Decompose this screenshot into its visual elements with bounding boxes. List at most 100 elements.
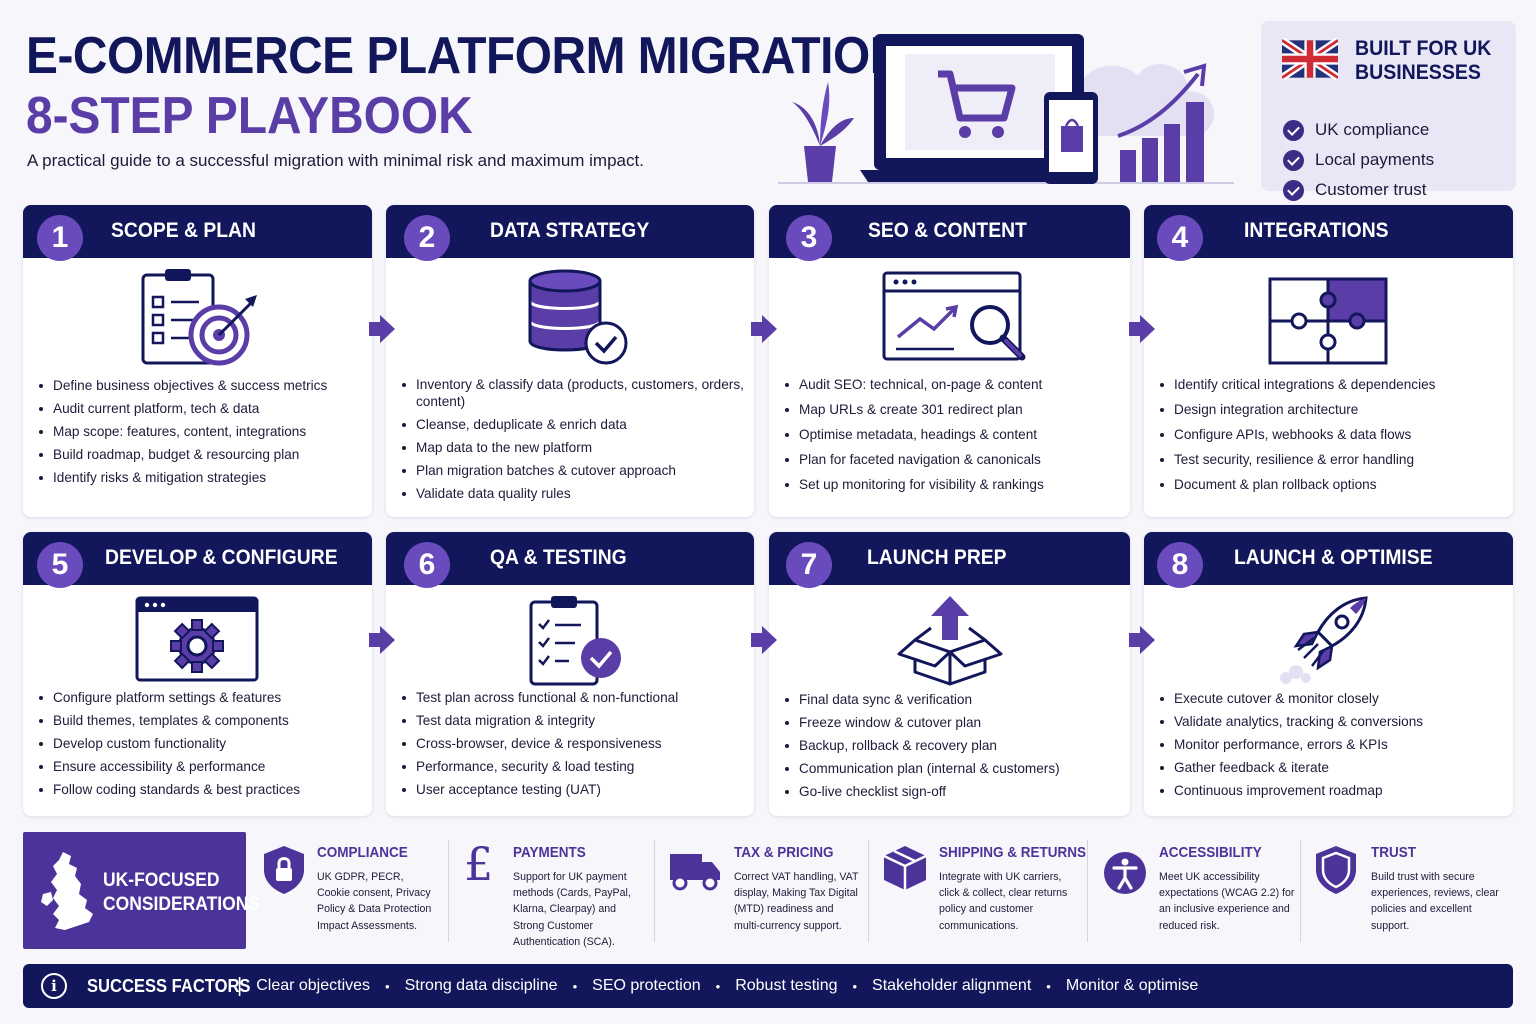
list-item: Build roadmap, budget & resourcing plan (39, 446, 362, 463)
package-box-icon (883, 846, 927, 890)
shield-trust-icon (1316, 846, 1356, 894)
accessibility-icon (1104, 852, 1146, 894)
flow-arrow-icon (751, 315, 777, 343)
list-item: Test plan across functional & non-functi… (402, 689, 744, 706)
divider (1087, 840, 1088, 942)
separator-dot: • (1046, 978, 1051, 994)
step-header: INTEGRATIONS (1144, 205, 1513, 258)
consideration-title: COMPLIANCE (317, 844, 408, 861)
success-factors-bar: i SUCCESS FACTORS | Clear objectives • S… (23, 964, 1513, 1008)
phone-icon (1044, 92, 1098, 184)
separator-dot: • (385, 978, 390, 994)
step-title: LAUNCH PREP (867, 546, 1007, 569)
clipboard-target-icon (23, 267, 372, 367)
clipboard-check-icon (386, 594, 754, 694)
check-circle-icon (1283, 179, 1304, 201)
list-item: Follow coding standards & best practices (39, 781, 362, 798)
list-item: Map URLs & create 301 redirect plan (785, 401, 1120, 418)
step-card-5: DEVELOP & CONFIGURE 5 Configure platform… (23, 532, 372, 816)
flow-arrow-icon (1129, 315, 1155, 343)
plant-icon (792, 82, 854, 182)
check-circle-icon (1283, 149, 1304, 171)
success-factor-item: Robust testing (735, 977, 838, 994)
list-item: Test data migration & integrity (402, 712, 744, 729)
page-description: A practical guide to a successful migrat… (27, 151, 644, 170)
box-upload-icon (769, 594, 1130, 694)
list-item: Cleanse, deduplicate & enrich data (402, 416, 744, 433)
step-bullet-list: Test plan across functional & non-functi… (402, 689, 744, 804)
list-item: Develop custom functionality (39, 735, 362, 752)
uk-focused-panel: UK-FOCUSED CONSIDERATIONS (23, 832, 260, 949)
page-title: E-COMMERCE PLATFORM MIGRATION (26, 27, 904, 85)
list-item: Monitor performance, errors & KPIs (1160, 736, 1503, 753)
list-item: Map data to the new platform (402, 439, 744, 456)
step-card-7: LAUNCH PREP 7 Final data sync & verifica… (769, 532, 1130, 816)
consideration-title: SHIPPING & RETURNS (939, 844, 1087, 861)
puzzle-icon (1144, 267, 1513, 367)
list-item: Document & plan rollback options (1160, 476, 1503, 493)
step-number-badge: 8 (1157, 542, 1203, 588)
uk-benefit-item: UK compliance (1283, 115, 1434, 145)
info-icon: i (41, 973, 67, 999)
list-item: Communication plan (internal & customers… (785, 760, 1120, 777)
divider (1300, 840, 1301, 942)
list-item: Performance, security & load testing (402, 758, 744, 775)
step-number-badge: 5 (37, 542, 83, 588)
divider (448, 840, 449, 942)
list-item: Ensure accessibility & performance (39, 758, 362, 775)
list-item: Freeze window & cutover plan (785, 714, 1120, 731)
list-item: Go-live checklist sign-off (785, 783, 1120, 800)
list-item: Backup, rollback & recovery plan (785, 737, 1120, 754)
success-factor-item: Strong data discipline (404, 977, 558, 994)
list-item: Inventory & classify data (products, cus… (402, 376, 744, 410)
flow-arrow-icon (369, 626, 395, 654)
flow-arrow-icon (1129, 626, 1155, 654)
consideration-title: TAX & PRICING (734, 844, 834, 861)
consideration-tax-pricing: TAX & PRICING Correct VAT handling, VAT … (668, 838, 868, 948)
flow-arrow-icon (369, 315, 395, 343)
success-factor-item: Stakeholder alignment (872, 977, 1032, 994)
separator-dot: • (852, 978, 858, 994)
list-item: Plan migration batches & cutover approac… (402, 462, 744, 479)
rocket-icon (1144, 594, 1513, 694)
check-circle-icon (1283, 119, 1304, 141)
browser-search-chart-icon (769, 267, 1130, 367)
success-factor-item: Monitor & optimise (1065, 977, 1199, 994)
list-item: Continuous improvement roadmap (1160, 782, 1503, 799)
step-number-badge: 3 (786, 215, 832, 261)
list-item: Build themes, templates & components (39, 712, 362, 729)
step-bullet-list: Audit SEO: technical, on-page & content … (785, 376, 1120, 499)
uk-benefit-list: UK compliance Local payments Customer tr… (1283, 115, 1434, 205)
uk-flag-icon (1282, 38, 1338, 80)
step-number-badge: 6 (404, 542, 450, 588)
list-item: Map scope: features, content, integratio… (39, 423, 362, 440)
page-subtitle-heading: 8-STEP PLAYBOOK (26, 87, 473, 145)
step-number-badge: 1 (37, 215, 83, 261)
consideration-title: PAYMENTS (513, 844, 586, 861)
step-number-badge: 7 (786, 542, 832, 588)
delivery-truck-icon (670, 854, 720, 891)
browser-gear-icon (23, 594, 372, 694)
step-card-1: SCOPE & PLAN 1 Define business objective… (23, 205, 372, 517)
consideration-text: Support for UK payment methods (Cards, P… (513, 871, 631, 948)
list-item: Set up monitoring for visibility & ranki… (785, 476, 1120, 493)
step-title: SCOPE & PLAN (111, 219, 256, 242)
divider (868, 840, 869, 942)
list-item: Final data sync & verification (785, 691, 1120, 708)
list-item: Configure APIs, webhooks & data flows (1160, 426, 1503, 443)
hero-illustration (778, 34, 1234, 184)
step-title: LAUNCH & OPTIMISE (1234, 546, 1433, 569)
consideration-title: TRUST (1371, 844, 1416, 861)
divider (654, 840, 655, 942)
consideration-title: ACCESSIBILITY (1159, 844, 1262, 861)
uk-benefit-item: Local payments (1283, 145, 1434, 175)
separator-dot: • (715, 978, 721, 994)
success-factors-title: SUCCESS FACTORS (87, 975, 251, 996)
step-title: DATA STRATEGY (490, 219, 650, 242)
database-check-icon (386, 267, 754, 367)
consideration-text: Meet UK accessibility expectations (WCAG… (1159, 871, 1295, 932)
success-factor-item: SEO protection (592, 977, 701, 994)
step-header: LAUNCH & OPTIMISE (1144, 532, 1513, 585)
consideration-text: Correct VAT handling, VAT display, Makin… (734, 871, 859, 932)
flow-arrow-icon (751, 626, 777, 654)
